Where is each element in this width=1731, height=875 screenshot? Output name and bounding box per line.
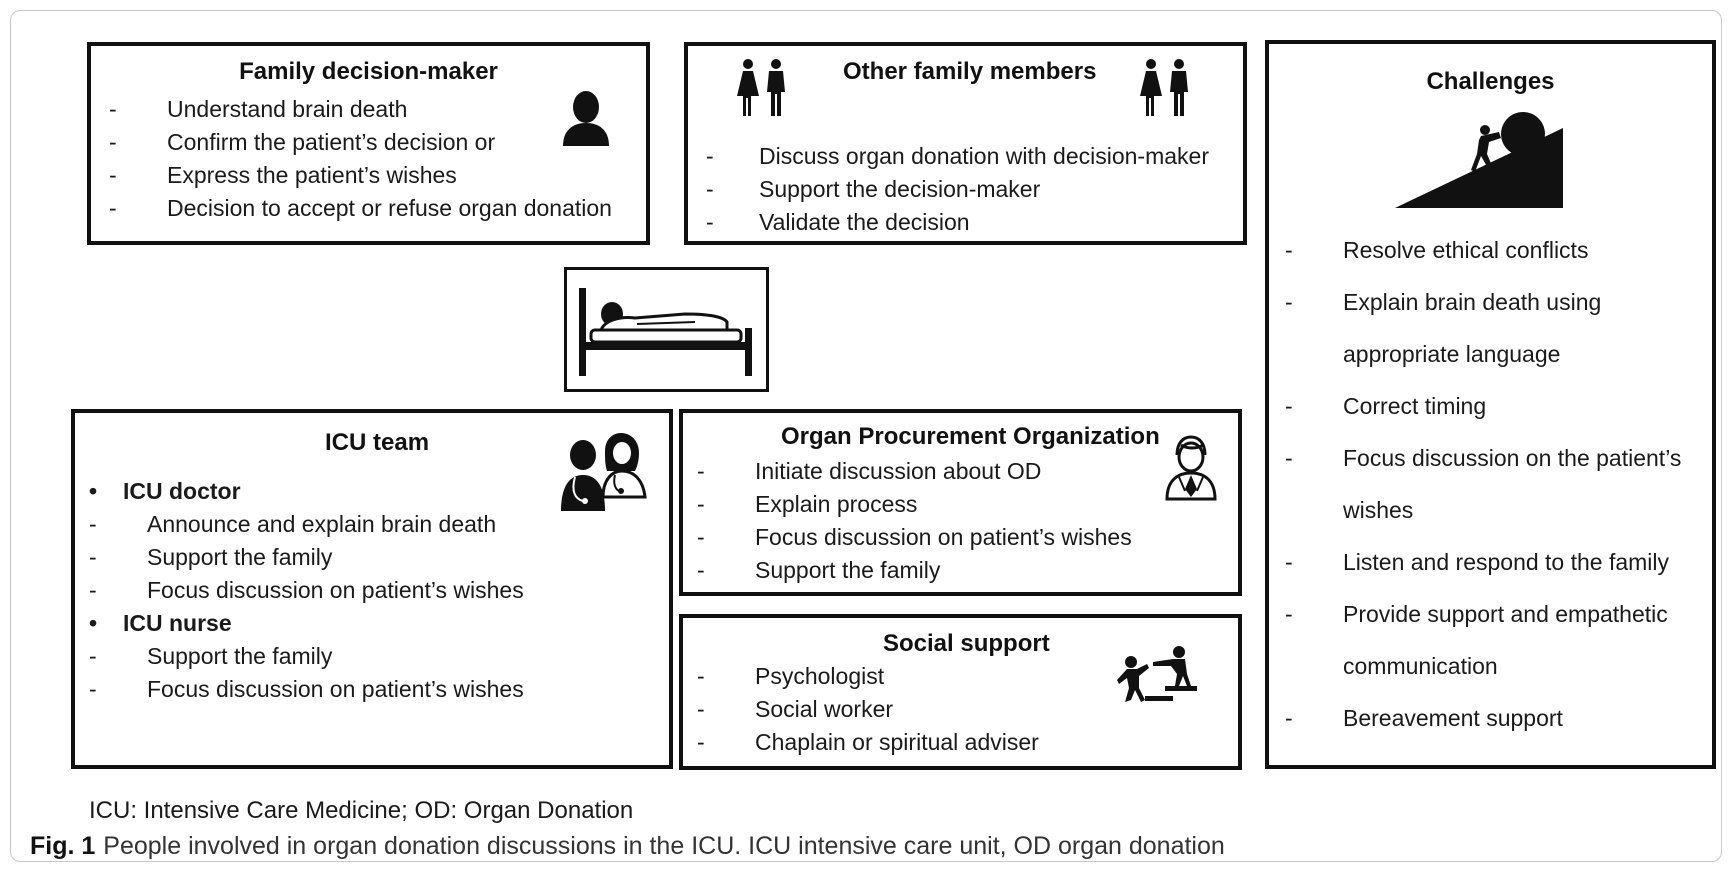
icu-team-list: •ICU doctor -Announce and explain brain …	[89, 475, 524, 706]
list-item: -Validate the decision	[706, 209, 970, 235]
social-support-box: Social support -Psychologist -Social wor…	[679, 614, 1242, 770]
list-item: -Support the family	[697, 557, 941, 583]
family-decision-maker-list: -Understand brain death -Confirm the pat…	[109, 93, 612, 225]
list-item: -Bereavement support	[1285, 705, 1563, 731]
list-item-continuation: appropriate language	[1343, 341, 1561, 367]
list-item-continuation: wishes	[1343, 497, 1414, 523]
figure-caption-text: People involved in organ donation discus…	[103, 832, 1225, 860]
abbreviations-note: ICU: Intensive Care Medicine; OD: Organ …	[89, 797, 634, 824]
icu-team-title: ICU team	[325, 429, 430, 456]
icu-team-box: ICU team •ICU doctor -Announce and expla…	[71, 409, 673, 769]
other-family-members-box: Other family members -Discuss organ dona…	[684, 42, 1247, 245]
challenges-box: Challenges -Resolve ethical conflicts -E…	[1265, 40, 1716, 769]
list-item: -Psychologist	[697, 663, 885, 689]
list-item: -Listen and respond to the family	[1285, 549, 1670, 575]
list-item: -Focus discussion on patient’s wishes	[89, 676, 524, 702]
opo-list: -Initiate discussion about OD -Explain p…	[697, 455, 1132, 587]
list-item: -Support the family	[89, 544, 333, 570]
family-couple-icon	[1140, 59, 1188, 116]
list-item: -Decision to accept or refuse organ dona…	[109, 195, 612, 221]
list-item: -Support the family	[89, 643, 333, 669]
list-item: -Initiate discussion about OD	[697, 458, 1042, 484]
helping-hand-icon	[1117, 646, 1197, 702]
family-couple-icon	[737, 59, 785, 116]
opo-title: Organ Procurement Organization	[781, 423, 1160, 450]
icu-nurse-heading: •ICU nurse	[89, 610, 232, 636]
list-item: -Focus discussion on the patient’s	[1285, 445, 1682, 471]
challenges-list: -Resolve ethical conflicts -Explain brai…	[1285, 224, 1681, 744]
list-item: -Explain brain death using	[1285, 289, 1602, 315]
figure-frame: Family decision-maker -Understand brain …	[10, 10, 1722, 862]
sisyphus-boulder-icon	[1395, 112, 1563, 208]
list-item: -Announce and explain brain death	[89, 511, 497, 537]
list-item-continuation: communication	[1343, 653, 1498, 679]
challenges-title: Challenges	[1426, 68, 1555, 95]
social-support-title: Social support	[883, 630, 1050, 657]
opo-box: Organ Procurement Organization -Initiate…	[679, 409, 1242, 596]
list-item: -Social worker	[697, 696, 894, 722]
family-decision-maker-title: Family decision-maker	[239, 58, 498, 85]
list-item: -Provide support and empathetic	[1285, 601, 1668, 627]
person-icon	[563, 91, 609, 146]
other-family-members-list: -Discuss organ donation with decision-ma…	[706, 140, 1209, 239]
list-item: -Understand brain death	[109, 96, 408, 122]
list-item: -Express the patient’s wishes	[109, 162, 457, 188]
list-item: -Explain process	[697, 491, 918, 517]
list-item: -Correct timing	[1285, 393, 1487, 419]
list-item: -Resolve ethical conflicts	[1285, 237, 1589, 263]
patient-box	[564, 267, 769, 392]
patient-bed-icon	[579, 288, 752, 376]
doctor-nurse-icon	[561, 433, 647, 511]
list-item: -Focus discussion on patient’s wishes	[89, 577, 524, 603]
family-decision-maker-box: Family decision-maker -Understand brain …	[87, 42, 650, 245]
list-item: -Focus discussion on patient’s wishes	[697, 524, 1132, 550]
list-item: -Discuss organ donation with decision-ma…	[706, 143, 1209, 169]
list-item: -Chaplain or spiritual adviser	[697, 729, 1039, 755]
doctor-icon	[1165, 435, 1217, 501]
list-item: -Support the decision-maker	[706, 176, 1041, 202]
icu-doctor-heading: •ICU doctor	[89, 478, 241, 504]
figure-label: Fig. 1	[30, 832, 96, 860]
social-support-list: -Psychologist -Social worker -Chaplain o…	[697, 660, 1039, 759]
other-family-members-title: Other family members	[843, 58, 1097, 85]
list-item: -Confirm the patient’s decision or	[109, 129, 496, 155]
